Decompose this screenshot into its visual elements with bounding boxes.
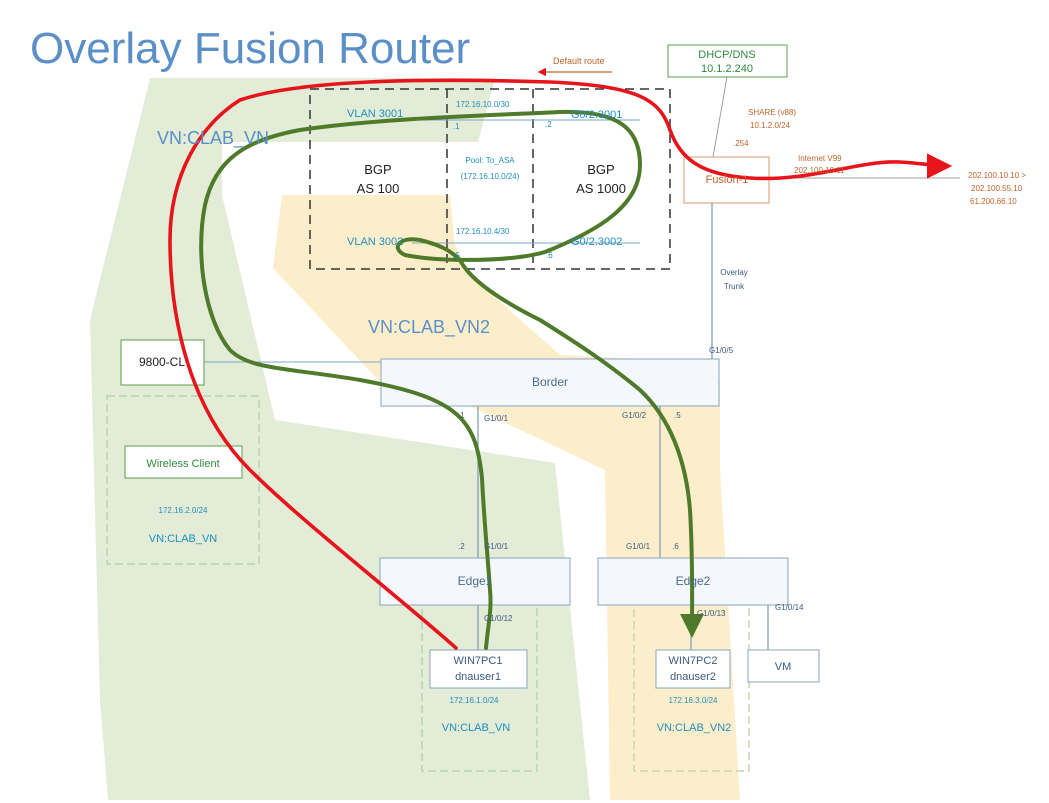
border-p2-host: .5 — [674, 411, 681, 420]
red-traffic-path — [168, 78, 953, 650]
fusion-router-label: Fusion-1 — [706, 174, 749, 186]
pc2-vn-label: VN:CLAB_VN2 — [657, 722, 732, 734]
vlan3002-host-6: .6 — [546, 251, 553, 260]
border-p1-host: .1 — [458, 411, 465, 420]
vn-clab-vn2-label: VN:CLAB_VN2 — [368, 317, 490, 338]
dest-ip-2: 202.100.55.10 — [971, 184, 1023, 193]
net-3002-label: 172.16.10.4/30 — [456, 227, 510, 236]
edge1-host: .2 — [458, 542, 465, 551]
vn-clab-vn2-region — [273, 195, 740, 800]
net-3001-label: 172.16.10.0/30 — [456, 100, 510, 109]
green-traffic-path — [199, 109, 705, 650]
border-p2: G1/0/2 — [622, 411, 647, 420]
share-host-label: .254 — [733, 139, 749, 148]
wireless-subnet-label: 172.16.2.0/24 — [159, 506, 208, 515]
link-dhcp-fusion — [712, 76, 728, 158]
overlay-trunk-label-2: Trunk — [724, 282, 745, 291]
as1000-label: AS 1000 — [576, 181, 626, 196]
dest-ip-3: 61.200.66.10 — [970, 197, 1017, 206]
vlan3002-host-5: .5 — [453, 251, 460, 260]
edge1-label: Edge1 — [458, 574, 493, 588]
win7pc1-box[interactable] — [429, 649, 528, 689]
dhcp-dns-ip: 10.1.2.240 — [701, 63, 753, 75]
pc1-subnet-box — [421, 602, 538, 772]
edge1-switch-box[interactable] — [379, 557, 571, 606]
share-subnet-label: 10.1.2.0/24 — [750, 121, 791, 130]
edge2-p14: G1/0/14 — [775, 603, 804, 612]
edge2-p13: G1/0/13 — [697, 609, 726, 618]
vlan3002-label: VLAN 3002 — [347, 236, 403, 248]
bgp-peering-box — [309, 88, 671, 270]
bgp-right-label: BGP — [587, 162, 614, 177]
overlay-trunk-label-1: Overlay — [720, 268, 748, 277]
wireless-client-label: Wireless Client — [146, 458, 219, 470]
dest-ip-1: 202.100.10.10 > — [968, 171, 1026, 180]
default-route-label: Default route — [553, 56, 605, 66]
edge2-host: .6 — [672, 542, 679, 551]
pool-label-2: (172.16.10.0/24) — [461, 172, 520, 181]
pool-label-1: Pool: To_ASA — [465, 156, 515, 165]
internet-ip-label: 202.100.10.11 — [794, 166, 845, 175]
wireless-vn-label: VN:CLAB_VN — [149, 533, 218, 545]
vn-clab-vn-region — [90, 78, 590, 800]
border-g1-0-5: G1/0/5 — [709, 346, 734, 355]
border-label: Border — [532, 375, 568, 389]
as100-label: AS 100 — [357, 181, 400, 196]
vlan3001-label: VLAN 3001 — [347, 108, 403, 120]
win7pc2-user: dnauser2 — [670, 671, 716, 683]
share-vlan-label: SHARE (v88) — [748, 108, 796, 117]
win7pc2-box[interactable] — [655, 649, 731, 689]
pc1-vn-label: VN:CLAB_VN — [442, 722, 511, 734]
edge2-p1: G1/0/1 — [626, 542, 651, 551]
bgp-left-label: BGP — [364, 162, 391, 177]
pc2-subnet-box — [633, 602, 750, 772]
vlan3001-host-2: .2 — [545, 120, 552, 129]
wlc-label: 9800-CL — [139, 355, 185, 369]
dhcp-dns-title: DHCP/DNS — [698, 49, 755, 61]
g0-3002-label: G0/2.3002 — [571, 236, 622, 248]
dhcp-dns-box[interactable] — [667, 44, 788, 78]
win7pc1-name: WIN7PC1 — [454, 655, 503, 667]
vn-clab-vn-label: VN:CLAB_VN — [157, 128, 269, 149]
border-p1: G1/0/1 — [484, 414, 509, 423]
edge2-label: Edge2 — [676, 574, 711, 588]
pc1-subnet-label: 172.16.1.0/24 — [450, 696, 499, 705]
internet-vlan-label: Internet V99 — [798, 154, 842, 163]
pc2-subnet-label: 172.16.3.0/24 — [669, 696, 718, 705]
wireless-client-box[interactable] — [124, 445, 243, 479]
g0-3001-label: G0/2.3001 — [571, 109, 622, 121]
vm-box[interactable] — [747, 649, 820, 683]
vm-label: VM — [775, 661, 792, 673]
win7pc1-user: dnauser1 — [455, 671, 501, 683]
win7pc2-name: WIN7PC2 — [669, 655, 718, 667]
edge1-p12: G1/0/12 — [484, 614, 513, 623]
vlan3001-host-1: .1 — [453, 122, 460, 131]
edge1-p1: G1/0/1 — [484, 542, 509, 551]
diagram-title: Overlay Fusion Router — [30, 24, 470, 73]
wlc-box[interactable] — [120, 339, 205, 386]
